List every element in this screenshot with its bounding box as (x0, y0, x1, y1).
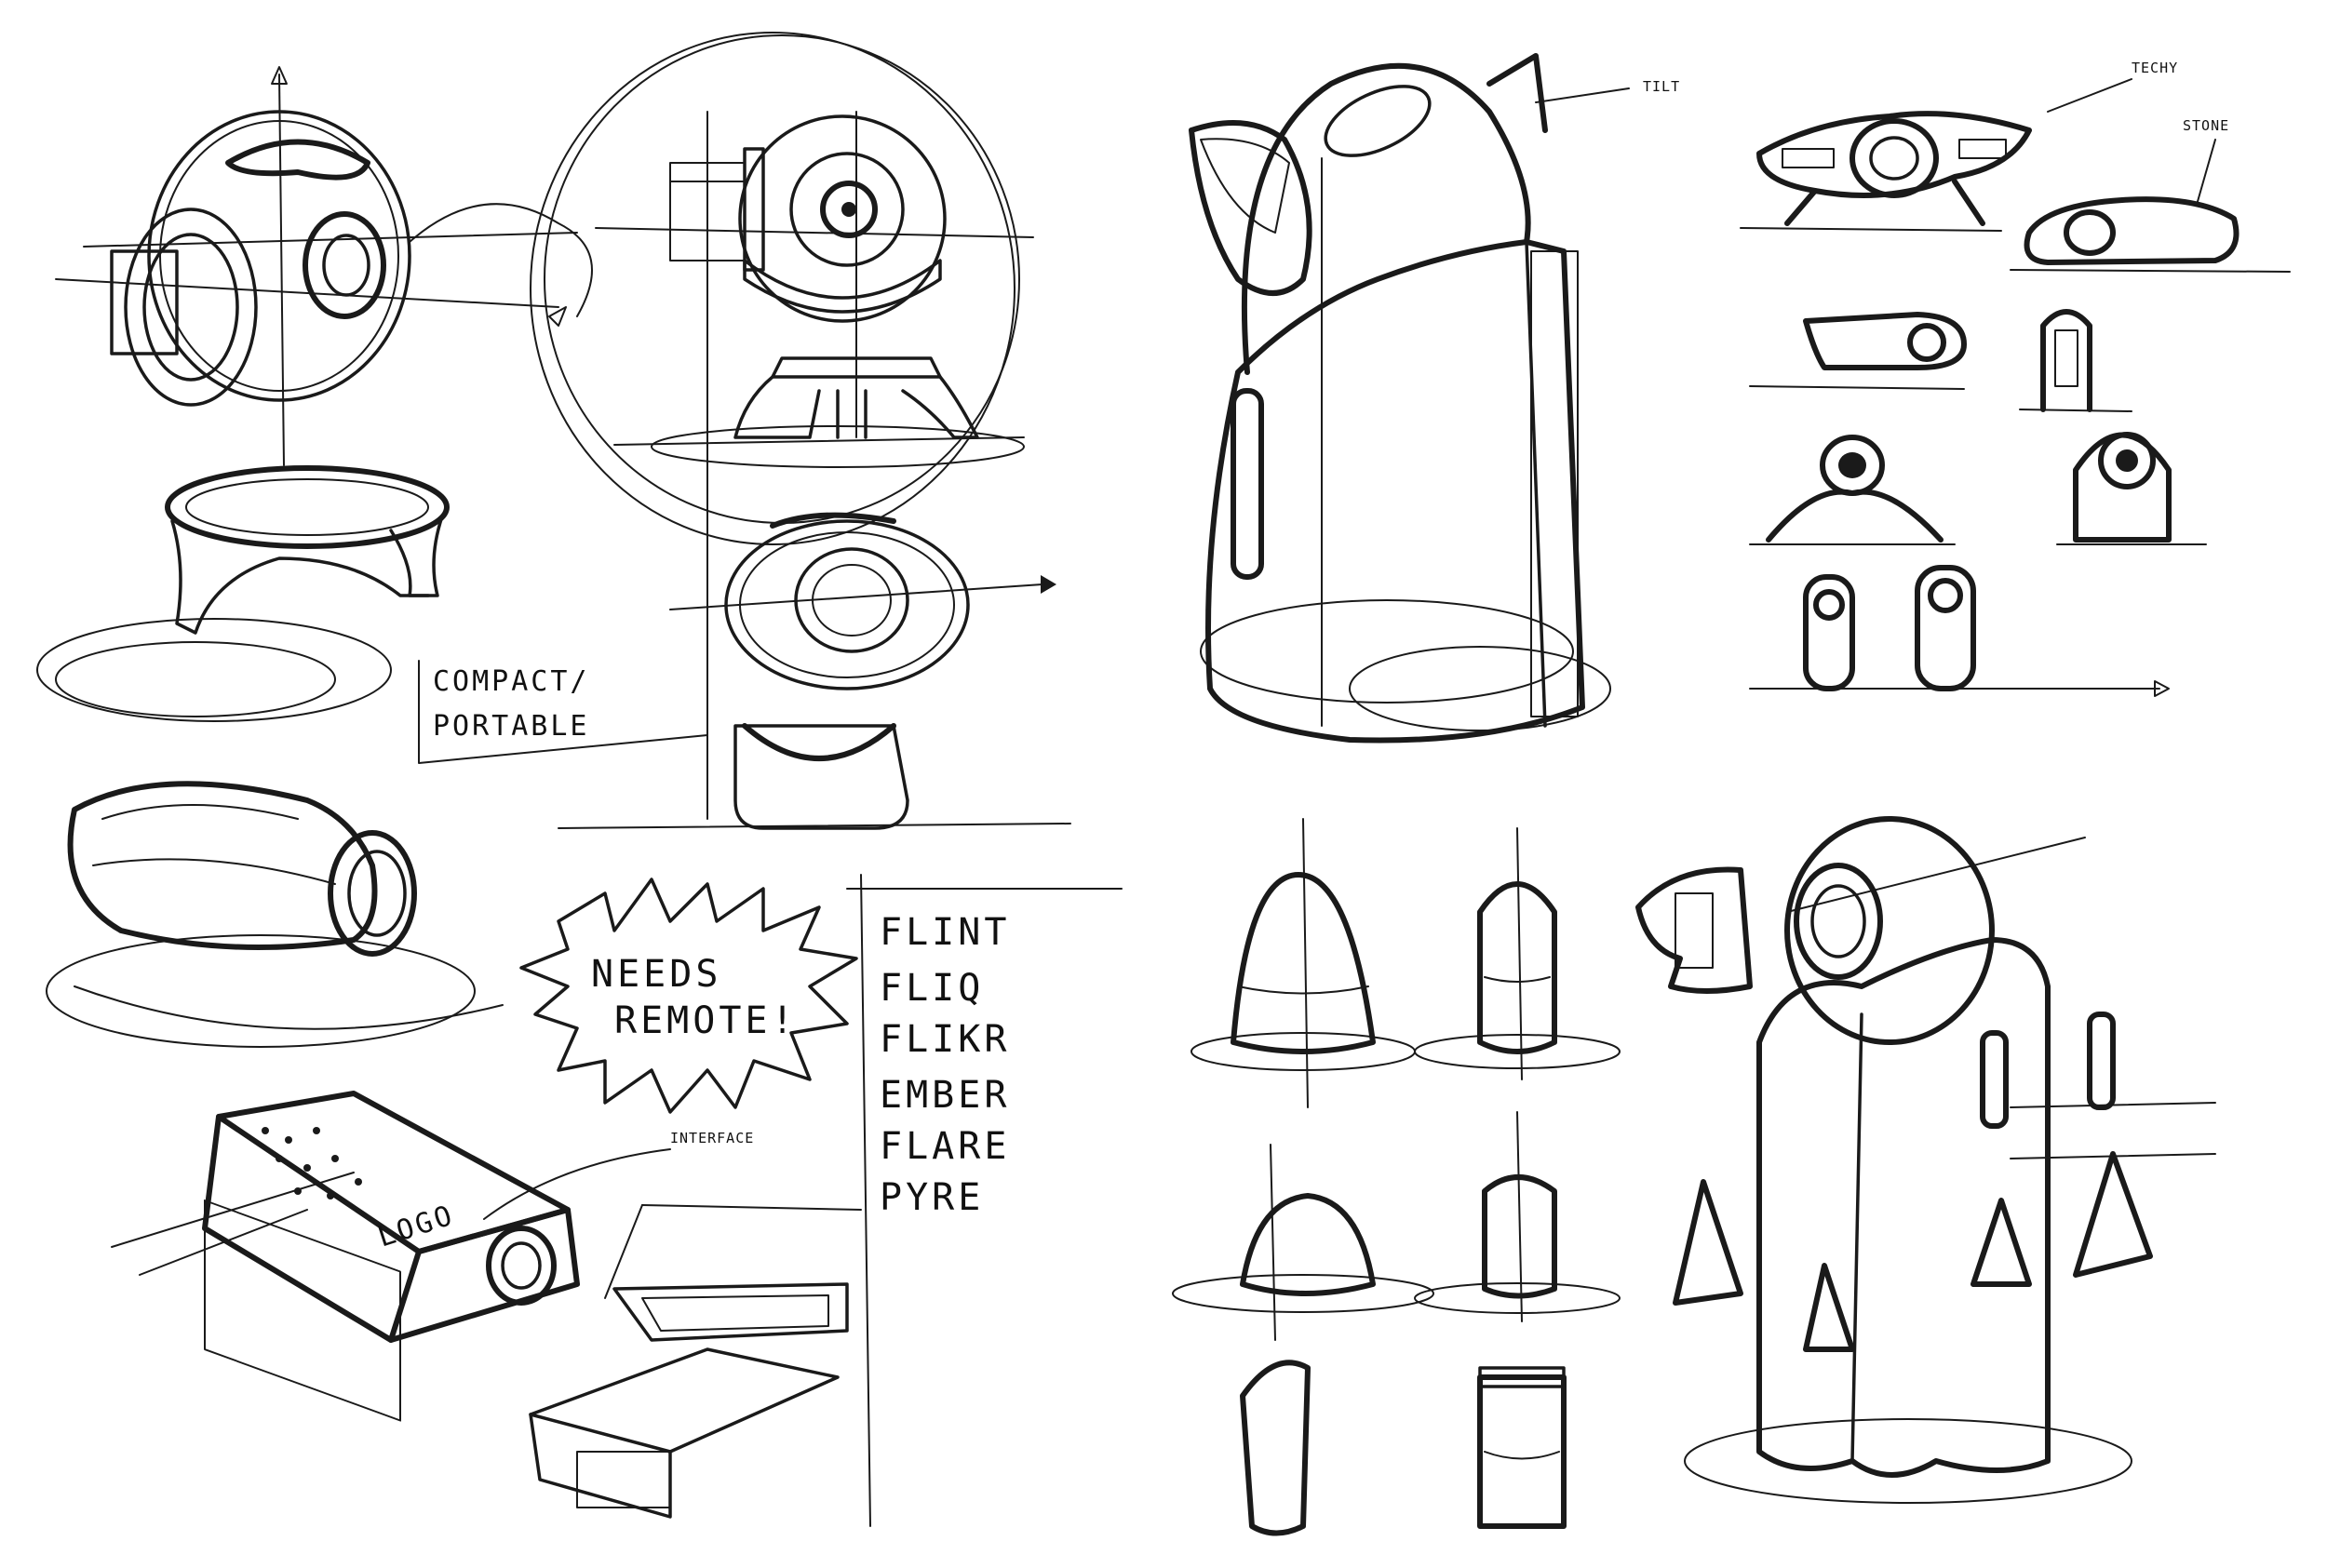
needs-remote-callout: NEEDS REMOTE! (519, 878, 858, 1114)
oval-lens-sketch (558, 111, 1071, 830)
detail-circle-sketch (530, 32, 1034, 545)
tilt-label: TILT (1643, 78, 1680, 95)
interface-label: INTERFACE (670, 1130, 754, 1146)
stone-label: STONE (2183, 117, 2229, 134)
name-item: PYRE (880, 1176, 984, 1219)
name-item: EMBER (880, 1074, 1010, 1117)
name-item: FLIQ (880, 967, 984, 1010)
stand-sketch (36, 465, 450, 722)
exploded-projector-sketch (1635, 816, 2216, 1504)
form-studies-sketch (1172, 818, 1621, 1536)
compact-portable-callout: COMPACT/ PORTABLE (418, 660, 708, 764)
techy-label: TECHY (2132, 60, 2178, 76)
name-item: FLARE (880, 1125, 1010, 1168)
tilt-projector-sketch: TILT (1189, 53, 1680, 744)
pebble-projector-sketch (46, 781, 504, 1048)
sphere-projector-sketch (55, 66, 593, 466)
portable-label: PORTABLE (433, 710, 590, 743)
name-item: FLINT (880, 911, 1010, 954)
name-ideas-list: FLINT FLIQ FLIKR EMBER FLARE PYRE (880, 911, 1010, 1219)
front-view-grid (1749, 309, 2207, 697)
name-item: FLIKR (880, 1018, 1010, 1061)
compact-label: COMPACT/ (433, 665, 590, 698)
needs-label: NEEDS (591, 953, 721, 996)
remote-label: REMOTE! (614, 999, 798, 1042)
techy-stone-sketch: TECHY STONE (1740, 60, 2291, 273)
box-projector-sketch: LOGO INTERFACE (111, 1091, 862, 1422)
slot-detail-sketch (529, 1282, 849, 1519)
